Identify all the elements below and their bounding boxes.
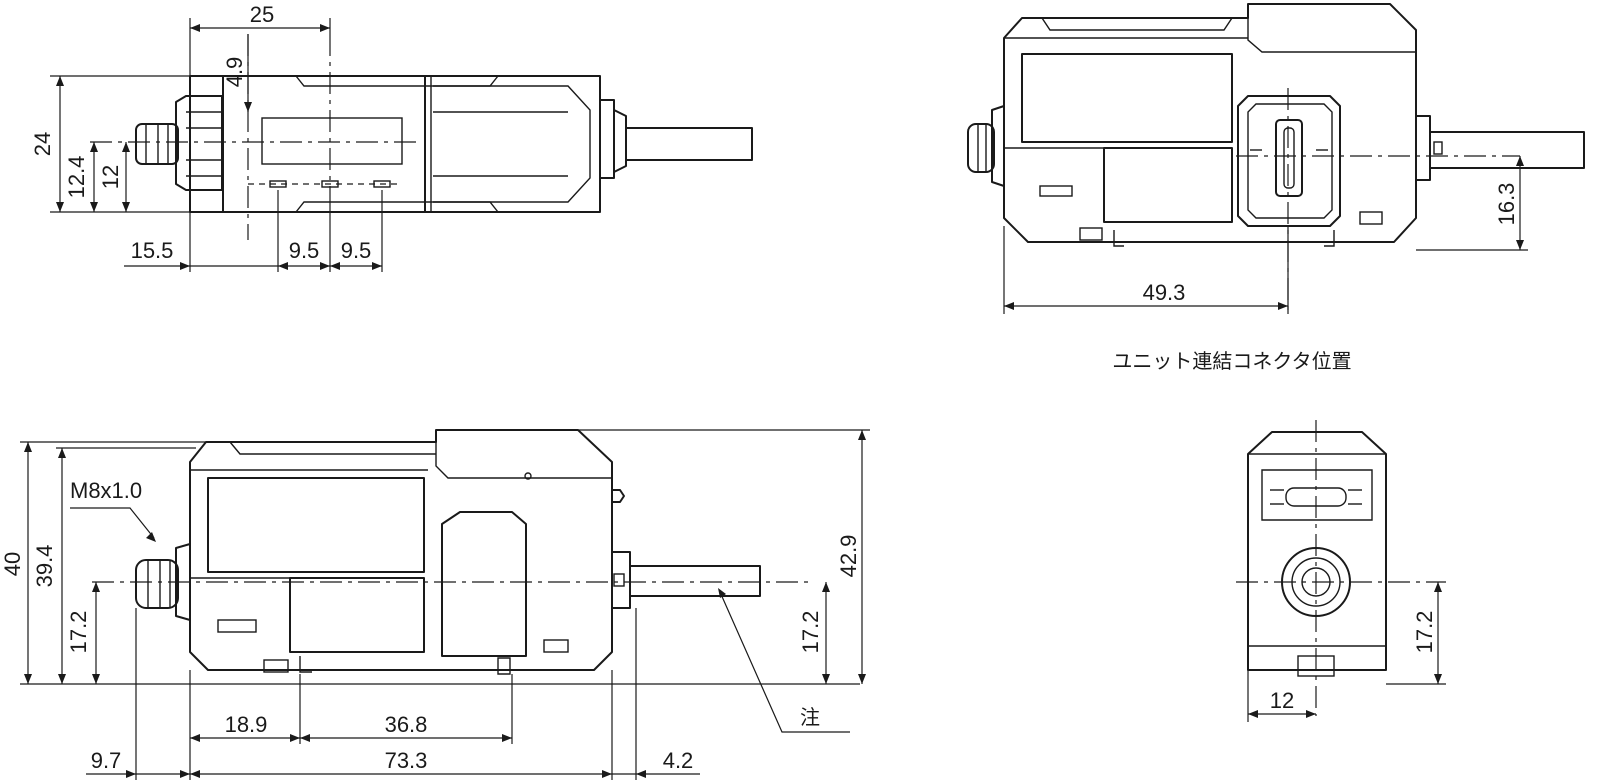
thread-label: M8x1.0	[70, 478, 142, 503]
side-view: 49.3 16.3 ユニット連結コネクタ位置	[967, 3, 1585, 373]
front-body-outline	[189, 429, 613, 671]
dim-side-49-3: 49.3	[1143, 280, 1186, 305]
dim-front-17-2-left: 17.2	[66, 611, 91, 654]
note-marker: 注	[800, 705, 820, 729]
dim-front-4-2: 4.2	[663, 748, 694, 773]
end-body-outline	[1247, 431, 1387, 671]
end-view: 17.2 12	[1236, 420, 1446, 722]
dim-top-height: 24	[30, 132, 55, 156]
front-view: M8x1.0 注 40 39.4 17.2 17.2 42.	[0, 429, 870, 780]
dim-front-39-4: 39.4	[32, 545, 57, 588]
dim-front-36-8: 36.8	[385, 712, 428, 737]
side-body-outline	[1003, 3, 1417, 243]
dim-end-12: 12	[1270, 688, 1294, 713]
dim-top-12: 12	[98, 165, 123, 189]
top-body-outline	[189, 75, 601, 213]
dim-top-15-5: 15.5	[131, 238, 174, 263]
dim-front-42-9: 42.9	[836, 535, 861, 578]
dim-front-9-7: 9.7	[91, 748, 122, 773]
dim-top-width: 25	[250, 2, 274, 27]
dim-side-16-3: 16.3	[1494, 183, 1519, 226]
dim-top-9-5-a: 9.5	[289, 238, 320, 263]
dim-front-18-9: 18.9	[225, 712, 268, 737]
dim-front-17-2-right: 17.2	[798, 611, 823, 654]
dim-front-40: 40	[0, 552, 25, 576]
dim-top-offset: 4.9	[222, 57, 247, 88]
dim-front-73-3: 73.3	[385, 748, 428, 773]
top-view: 25 4.9 24 12.4 12 15.5 9.5	[30, 2, 753, 272]
dim-top-9-5-b: 9.5	[341, 238, 372, 263]
side-view-caption: ユニット連結コネクタ位置	[1112, 349, 1351, 373]
dim-top-12-4: 12.4	[64, 156, 89, 199]
dim-end-17-2: 17.2	[1412, 611, 1437, 654]
